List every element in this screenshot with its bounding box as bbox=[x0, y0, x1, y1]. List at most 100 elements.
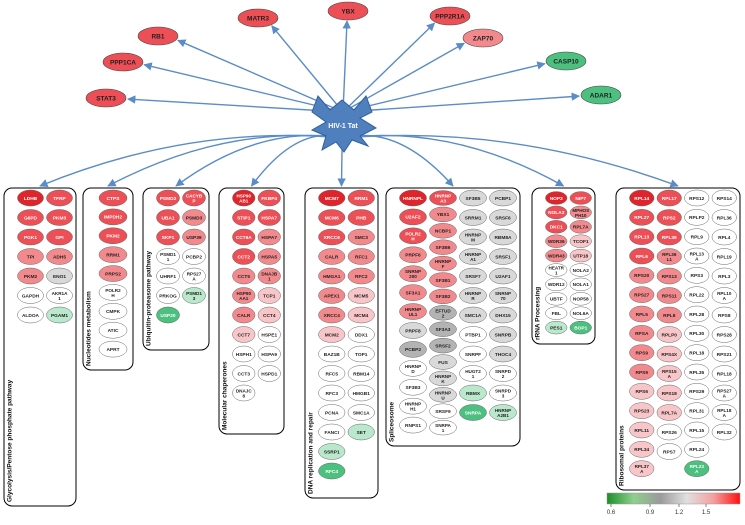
protein-ellipse bbox=[156, 189, 180, 207]
node-adar1: ADAR1 bbox=[580, 85, 622, 105]
protein-ellipse bbox=[429, 403, 457, 419]
protein-ellipse bbox=[629, 209, 655, 226]
protein-label: PCBP2 bbox=[186, 254, 202, 260]
protein-ellipse bbox=[318, 423, 346, 441]
protein-label: RPS15 bbox=[662, 369, 677, 374]
protein-node: PRKOG bbox=[156, 287, 180, 304]
protein-ellipse bbox=[318, 248, 346, 265]
protein-label: SF3A3 bbox=[436, 327, 451, 333]
protein-label: THOC4 bbox=[495, 352, 512, 358]
protein-node: PKM2 bbox=[98, 227, 128, 245]
protein-label: HSPA7 bbox=[261, 235, 277, 241]
arrow-to-group-8 bbox=[342, 134, 679, 188]
protein-node: ENO1 bbox=[46, 267, 73, 285]
protein-ellipse bbox=[17, 287, 44, 304]
protein-ellipse bbox=[257, 248, 281, 265]
protein-ellipse bbox=[347, 248, 375, 265]
protein-node: WDR43 bbox=[545, 248, 568, 263]
protein-ellipse bbox=[656, 365, 682, 382]
protein-label: RPS28 bbox=[717, 332, 733, 338]
protein-ellipse bbox=[257, 267, 281, 285]
group-6: SpliceosomeHNRNPLU2AF2POLR2HPRPF6SNRNP20… bbox=[385, 187, 521, 447]
protein-ellipse bbox=[545, 263, 568, 277]
protein-label-line2: 1 bbox=[58, 296, 61, 301]
protein-node: RPL30 bbox=[684, 325, 710, 342]
protein-node: RRM1 bbox=[347, 189, 375, 207]
protein-label-line2: A bbox=[668, 374, 672, 379]
protein-node: U2AF2 bbox=[399, 208, 427, 226]
protein-node: WDR12 bbox=[545, 277, 568, 292]
protein-label: ENO1 bbox=[53, 274, 66, 280]
node-ellipse bbox=[85, 88, 127, 108]
protein-label: NOLA2 bbox=[573, 268, 590, 274]
protein-node: RPL39 bbox=[656, 228, 682, 246]
arrow-to-casp10 bbox=[342, 61, 546, 113]
protein-ellipse bbox=[569, 263, 592, 277]
protein-node: PRPF8 bbox=[399, 322, 427, 339]
protein-node: G6PD bbox=[17, 209, 44, 226]
protein-label: ALDOA bbox=[22, 313, 40, 319]
protein-label: RPS14 bbox=[717, 196, 733, 202]
protein-label-line2: 2 bbox=[502, 374, 505, 379]
protein-label: PTBP1 bbox=[465, 332, 481, 338]
node-ellipse bbox=[462, 28, 504, 48]
protein-label: BOP1 bbox=[574, 325, 587, 331]
protein-label: RPL19 bbox=[717, 254, 732, 260]
protein-node: LDHB bbox=[17, 189, 44, 207]
protein-label: CTPS bbox=[107, 196, 121, 202]
protein-node: HMGA1 bbox=[318, 267, 346, 285]
protein-label: SRSF6 bbox=[495, 215, 511, 221]
protein-label: SNRPA bbox=[435, 423, 451, 428]
protein-ellipse bbox=[629, 460, 655, 477]
protein-label-line2: H bbox=[411, 236, 415, 241]
protein-ellipse bbox=[489, 189, 517, 207]
protein-label: SRRM1 bbox=[465, 215, 482, 221]
protein-node: SMC3 bbox=[347, 228, 375, 246]
protein-node: RPSA bbox=[629, 325, 655, 342]
protein-ellipse bbox=[399, 189, 427, 207]
protein-node: RPL9 bbox=[684, 228, 710, 245]
protein-label: YBX1 bbox=[437, 212, 450, 218]
protein-ellipse bbox=[489, 404, 517, 421]
protein-label: NOLA1 bbox=[573, 282, 590, 288]
protein-label: NOL6A bbox=[573, 311, 590, 317]
protein-label: RPS11 bbox=[662, 293, 677, 299]
protein-ellipse bbox=[429, 305, 457, 321]
protein-ellipse bbox=[489, 267, 517, 285]
protein-label: HEATR bbox=[549, 266, 565, 271]
protein-ellipse bbox=[98, 340, 128, 358]
protein-node: SRSF7 bbox=[459, 267, 487, 285]
protein-ellipse bbox=[156, 287, 180, 304]
protein-node: UHRF1 bbox=[156, 267, 180, 285]
protein-ellipse bbox=[347, 287, 375, 304]
protein-label: CCT4 bbox=[263, 313, 276, 319]
legend-gradient-bar bbox=[606, 492, 741, 505]
protein-node: RPL8 bbox=[656, 306, 682, 324]
protein-node: APRT bbox=[98, 340, 128, 358]
protein-label: HNRNPL bbox=[403, 196, 423, 202]
protein-ellipse bbox=[429, 387, 457, 403]
protein-ellipse bbox=[429, 288, 457, 305]
protein-label: SNRNP bbox=[405, 269, 421, 274]
protein-node: SF3A1 bbox=[399, 284, 427, 301]
protein-label: APRT bbox=[106, 347, 119, 353]
protein-ellipse bbox=[459, 228, 487, 246]
protein-ellipse bbox=[318, 365, 346, 382]
protein-ellipse bbox=[399, 416, 427, 434]
protein-node: MCM6 bbox=[318, 209, 346, 226]
node-zap70: ZAP70 bbox=[462, 28, 504, 48]
protein-label-line2: A bbox=[695, 469, 699, 474]
protein-label-line2: H1 bbox=[410, 407, 416, 412]
protein-ellipse bbox=[399, 322, 427, 339]
protein-node: RPS6 bbox=[629, 383, 655, 400]
protein-ellipse bbox=[232, 189, 256, 207]
protein-node: RPL4 bbox=[711, 228, 737, 246]
protein-label: SRSF7 bbox=[465, 274, 481, 280]
protein-label: RPL17 bbox=[662, 196, 677, 202]
protein-label: RPL10 bbox=[717, 291, 732, 296]
protein-label: RPS8 bbox=[718, 313, 731, 319]
protein-ellipse bbox=[545, 320, 568, 335]
